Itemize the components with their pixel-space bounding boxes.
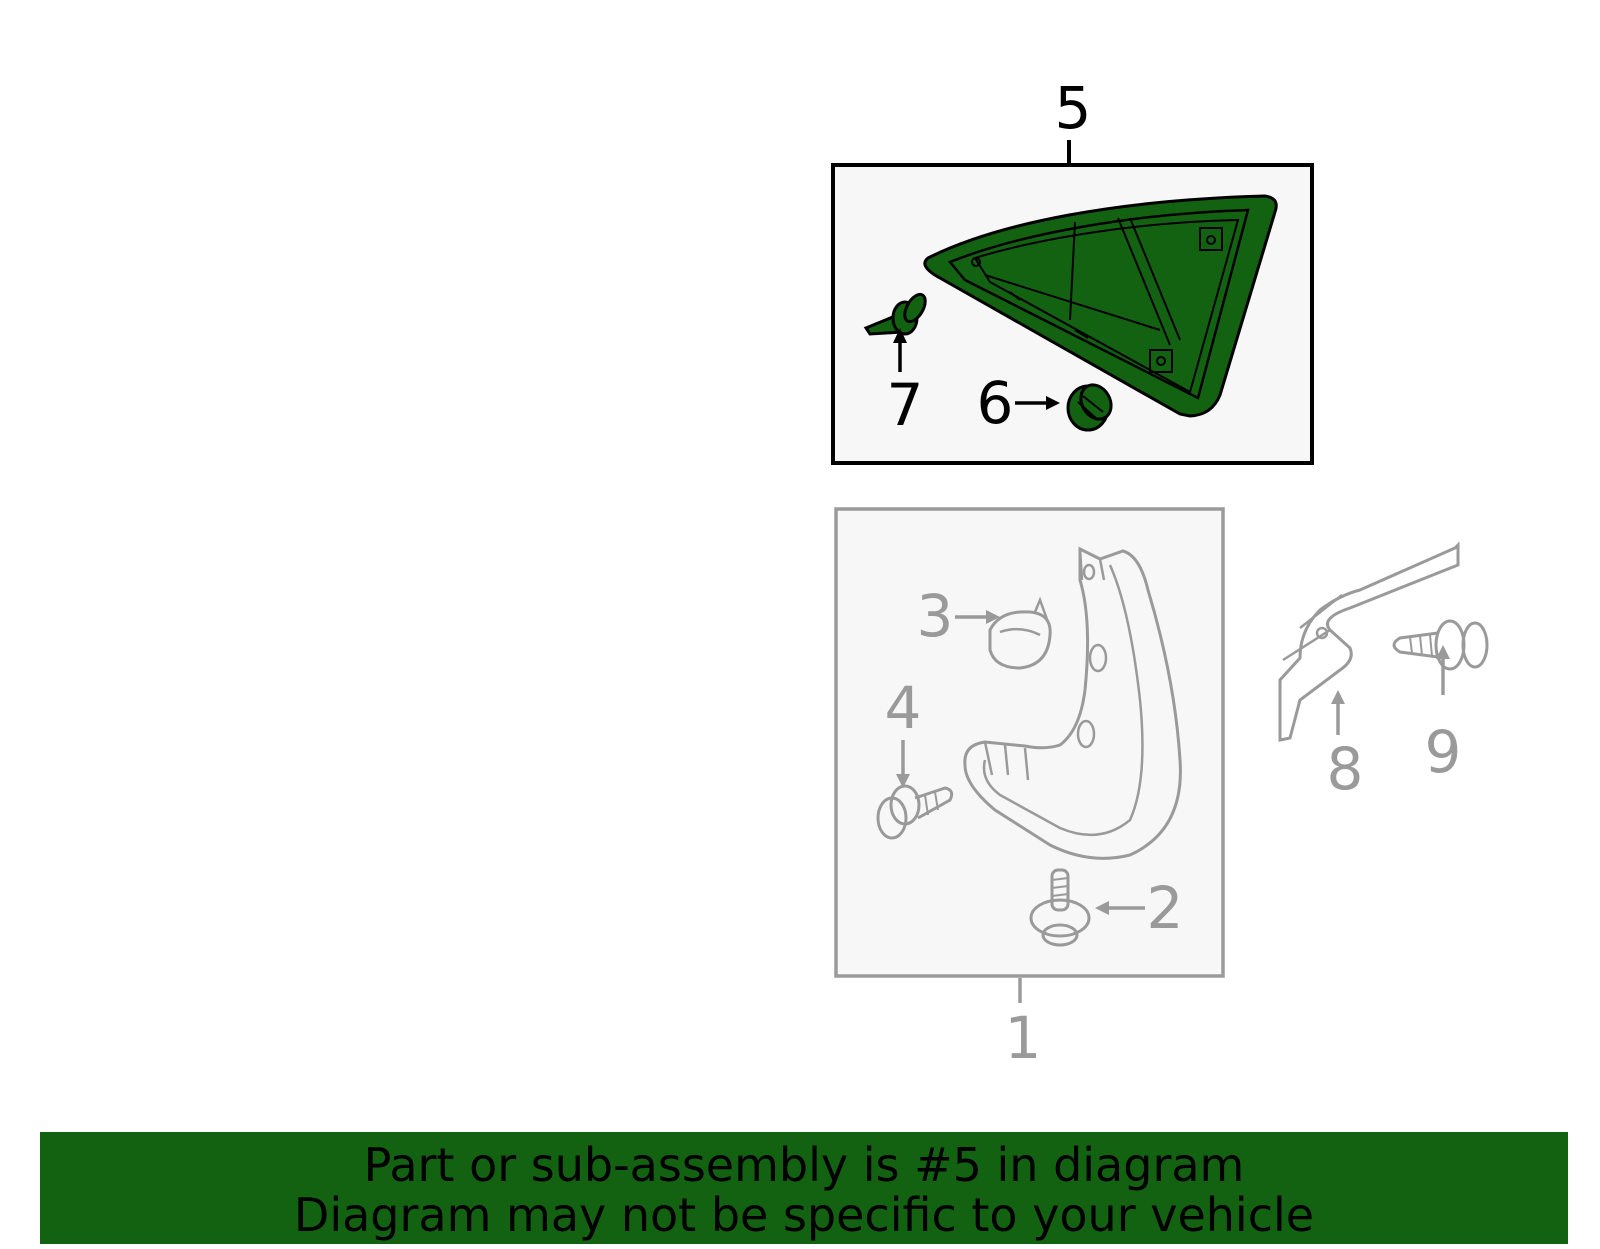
callout-2-label[interactable]: 2 [1147, 874, 1184, 942]
callout-9-arrowhead [1436, 645, 1450, 659]
callout-1-label[interactable]: 1 [1005, 1004, 1042, 1072]
assembly-1-group[interactable]: 3 4 2 1 [834, 507, 1225, 1072]
banner-line-1: Part or sub-assembly is #5 in diagram [363, 1138, 1245, 1192]
callout-4-arrowhead [896, 774, 910, 788]
callout-2-arrowhead [1095, 901, 1109, 915]
assembly-1-box [834, 507, 1225, 978]
info-banner: Part or sub-assembly is #5 in diagram Di… [40, 1132, 1568, 1244]
callout-6-arrowhead [1046, 396, 1060, 410]
quarter-trim-panel-part[interactable] [923, 194, 1278, 418]
clip-7-part[interactable] [863, 291, 929, 336]
assembly-5-group[interactable]: 5 7 [831, 74, 1314, 465]
callout-5-label[interactable]: 5 [1055, 74, 1092, 142]
callout-7-arrowhead [893, 328, 907, 343]
callout-8-label[interactable]: 8 [1327, 735, 1364, 803]
clip-9-part[interactable] [1392, 619, 1489, 671]
callout-8-arrowhead [1331, 690, 1345, 704]
bracket-8-part[interactable] [1278, 541, 1460, 742]
callout-3-label[interactable]: 3 [917, 582, 954, 650]
screw-2-part[interactable] [1029, 868, 1091, 947]
mud-flap-part[interactable] [963, 546, 1182, 860]
clip-4-part[interactable] [876, 784, 954, 840]
callout-6-label[interactable]: 6 [977, 369, 1014, 437]
callout-3-arrowhead [986, 610, 1000, 624]
callout-4-label[interactable]: 4 [885, 674, 922, 742]
callout-7-label[interactable]: 7 [887, 371, 924, 439]
clip-6-part[interactable] [1066, 379, 1117, 432]
callout-9-label[interactable]: 9 [1425, 718, 1462, 786]
clip-3-part[interactable] [988, 596, 1052, 670]
banner-line-2: Diagram may not be specific to your vehi… [293, 1188, 1315, 1242]
